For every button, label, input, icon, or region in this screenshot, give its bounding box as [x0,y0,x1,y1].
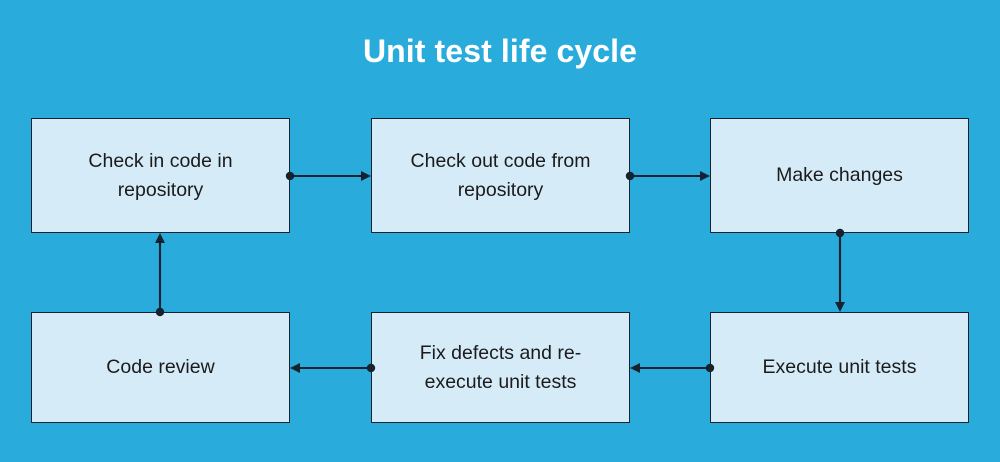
node-label: Fix defects and re-execute unit tests [419,341,582,393]
page-title: Unit test life cycle [362,33,638,69]
node-label: Check in code in repository [88,149,233,201]
edge-fix-to-review [290,363,376,373]
node-make-changes[interactable]: Make changes [710,118,969,233]
node-code-review[interactable]: Code review [31,312,290,423]
edge-changes-to-execute [835,228,845,312]
edge-execute-to-fix [630,363,715,373]
node-check-in-code[interactable]: Check in code in repository [31,118,290,233]
node-label: Check out code from repository [410,149,591,201]
node-label: Code review [106,356,215,378]
node-label: Execute unit tests [762,356,917,378]
node-fix-defects[interactable]: Fix defects and re-execute unit tests [371,312,630,423]
node-label: Make changes [776,164,903,186]
edge-checkin-to-checkout [285,171,371,181]
edge-review-to-checkin [155,233,165,317]
node-execute-unit-tests[interactable]: Execute unit tests [710,312,969,423]
node-check-out-code[interactable]: Check out code from repository [371,118,630,233]
edge-checkout-to-changes [625,171,710,181]
